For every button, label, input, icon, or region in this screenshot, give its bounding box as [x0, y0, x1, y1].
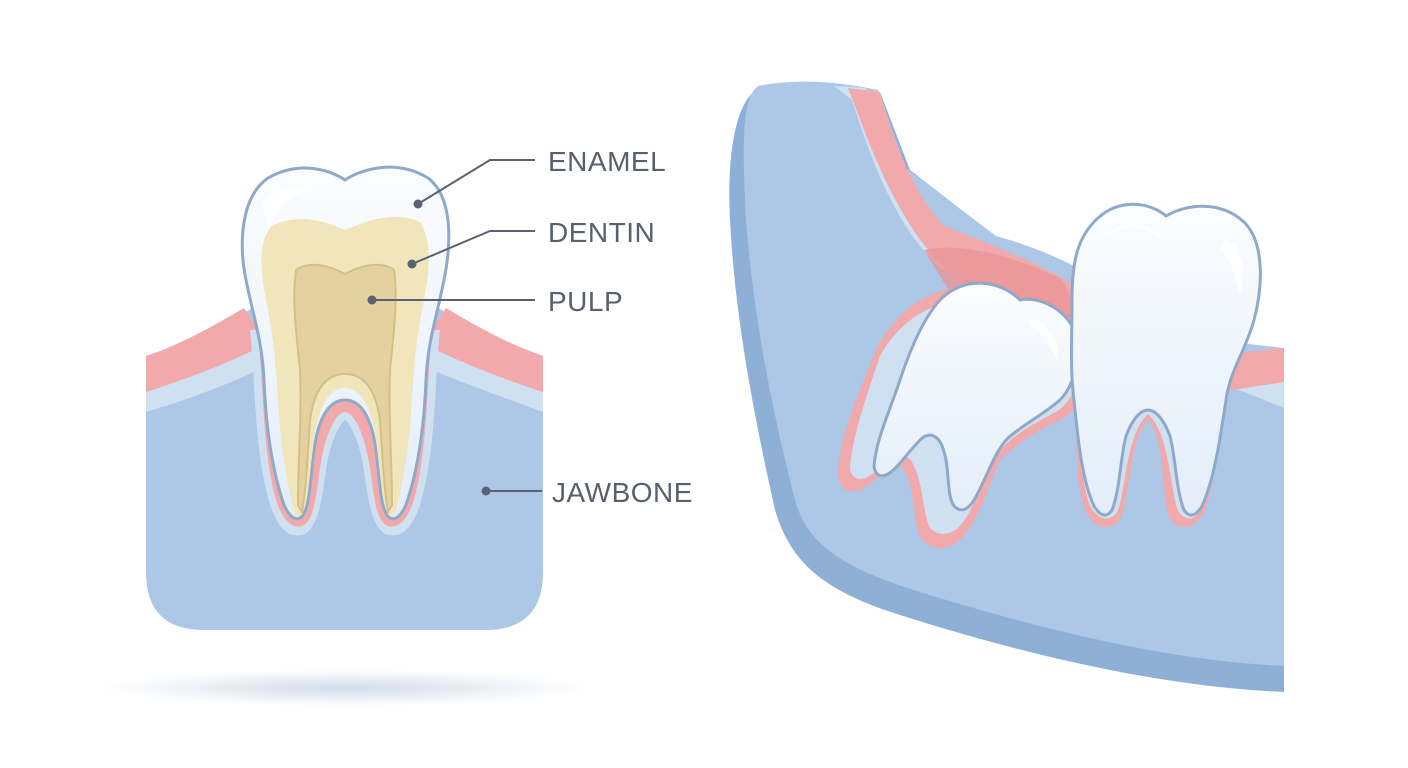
impacted-tooth-jaw: [729, 81, 1284, 692]
label-enamel: ENAMEL: [548, 146, 666, 177]
gum-right: [428, 308, 543, 392]
label-dentin: DENTIN: [548, 217, 655, 248]
leader-dentin: [407, 230, 535, 269]
ground-shadow: [105, 670, 585, 706]
erupted-molar-groove: [1109, 224, 1162, 238]
jawbone-block: [146, 304, 543, 630]
label-pulp: PULP: [548, 286, 623, 317]
leader-enamel: [413, 159, 535, 209]
leader-jawbone: [481, 486, 542, 496]
leader-pulp: [367, 295, 535, 305]
jaw-gum: [848, 88, 1284, 392]
erupted-molar: [1070, 202, 1262, 517]
enamel-highlight: [262, 187, 306, 228]
tooth-cross-section: ENAMEL DENTIN PULP JAWBONE: [105, 146, 693, 706]
bone-upper-band: [146, 346, 543, 412]
impacted-tooth-highlight: [1030, 318, 1059, 362]
label-jawbone: JAWBONE: [552, 477, 693, 508]
erupted-molar-highlight: [1220, 238, 1243, 294]
pulp-chamber: [293, 263, 397, 515]
gum-left: [146, 308, 262, 392]
